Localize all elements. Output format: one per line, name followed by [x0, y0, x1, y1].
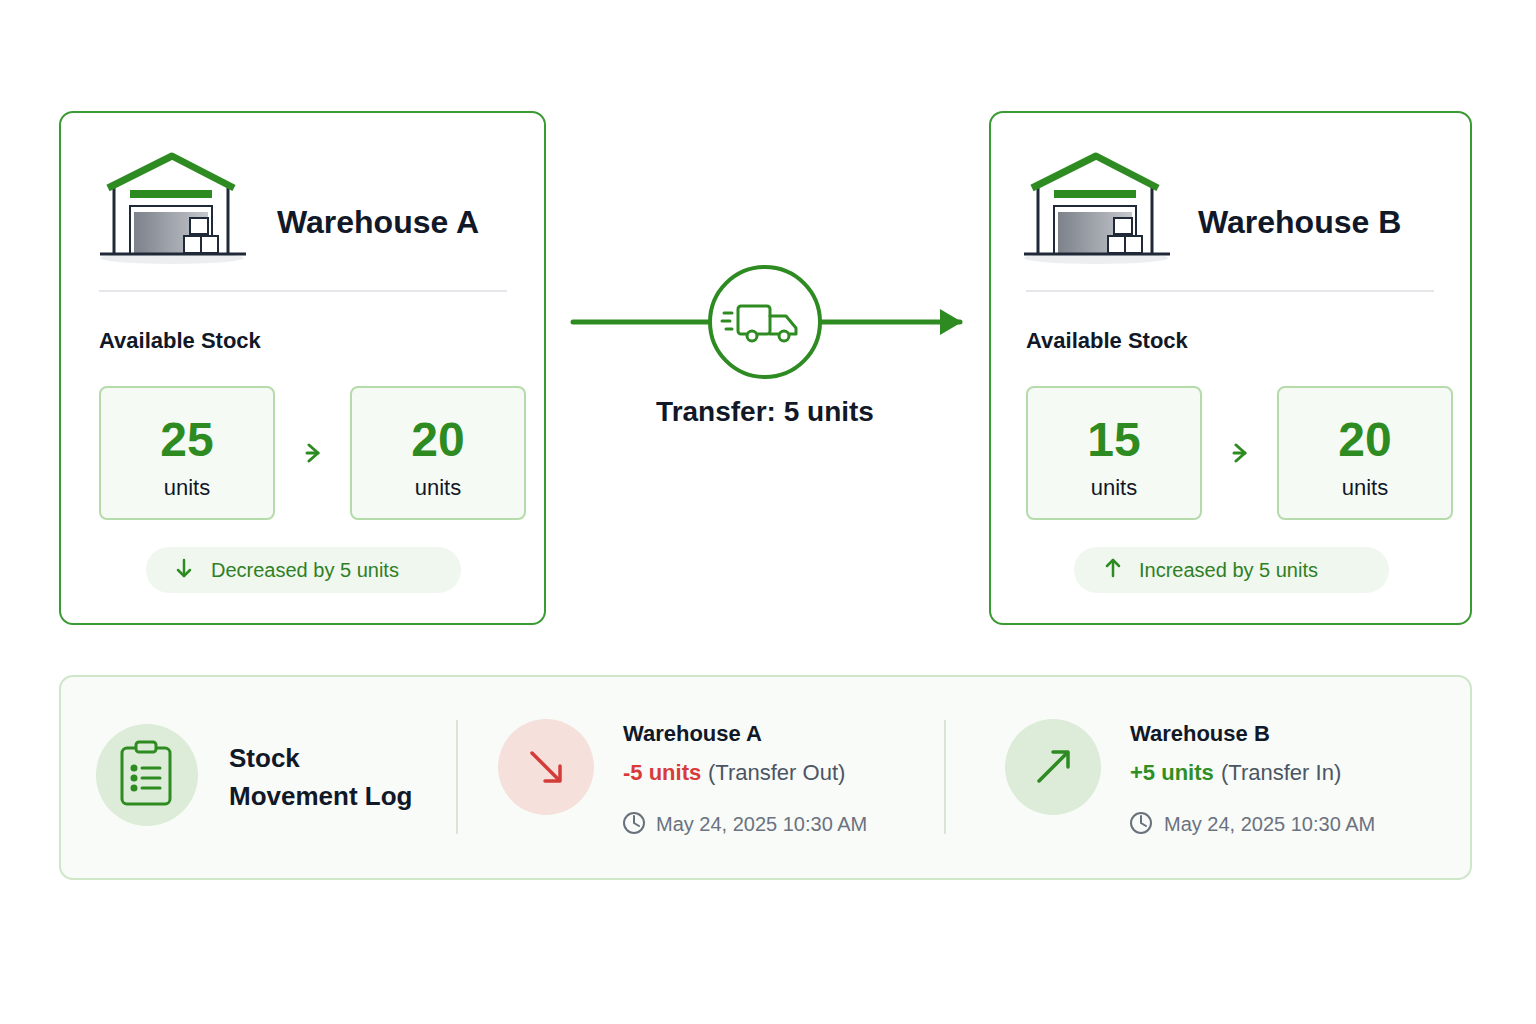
transfer-label: Transfer: 5 units — [656, 395, 874, 429]
section-heading: Available Stock — [99, 327, 261, 355]
unit-label: units — [352, 474, 524, 502]
section-heading: Available Stock — [1026, 327, 1188, 355]
timestamp: May 24, 2025 10:30 AM — [1164, 810, 1375, 838]
warehouse-card: 25 units 20 unitsDecreased by 5 units Wareho… — [59, 111, 546, 625]
stock-box: 25 units — [99, 386, 275, 520]
quantity-in: +5 units — [1130, 759, 1214, 787]
stock-number: 20 — [352, 412, 524, 468]
transfer-arrow — [1234, 452, 1245, 455]
warehouse-icon — [100, 156, 246, 264]
change-pill: Decreased by 5 units — [146, 547, 461, 593]
movement-type: (Transfer In) — [1221, 759, 1341, 787]
stock-box: 15 units — [1026, 386, 1202, 520]
warehouse-title: Warehouse A — [277, 202, 479, 242]
divider — [99, 290, 507, 292]
entry-warehouse: Warehouse A — [623, 720, 762, 748]
movement-type: (Transfer Out) — [708, 759, 845, 787]
transfer-arrow — [573, 320, 709, 325]
stock-number: 20 — [1279, 412, 1451, 468]
stock-box: 20 units — [1277, 386, 1453, 520]
warehouse-title: Warehouse B — [1198, 202, 1401, 242]
truck-icon — [722, 306, 796, 341]
unit-label: units — [1279, 474, 1451, 502]
quantity-out: -5 units — [623, 759, 701, 787]
transfer-node: Transfer: 5 units — [709, 266, 821, 378]
change-pill: Increased by 5 units — [1074, 547, 1389, 593]
stock-box: 20 units — [350, 386, 526, 520]
entry-warehouse: Warehouse B — [1130, 720, 1270, 748]
log-title: Stock Movement Log — [229, 739, 429, 815]
divider — [1026, 290, 1434, 292]
timestamp: May 24, 2025 10:30 AM — [656, 810, 867, 838]
change-text: Decreased by 5 units — [211, 547, 399, 593]
stock-number: 15 — [1028, 412, 1200, 468]
transfer-arrow — [307, 452, 318, 455]
unit-label: units — [101, 474, 273, 502]
warehouse-card: 15 units 20 unitsIncreased by 5 units Wareho… — [989, 111, 1472, 625]
transfer-arrow — [821, 320, 960, 325]
stock-number: 25 — [101, 412, 273, 468]
transfer-circle — [710, 267, 820, 377]
warehouse-icon — [1024, 156, 1170, 264]
change-text: Increased by 5 units — [1139, 547, 1318, 593]
unit-label: units — [1028, 474, 1200, 502]
